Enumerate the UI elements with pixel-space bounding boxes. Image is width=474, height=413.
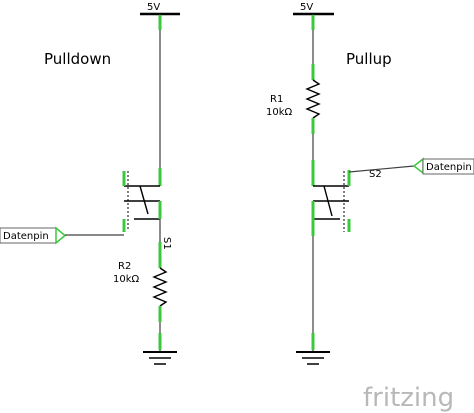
pulldown-resistor-r2: R2 10kΩ bbox=[113, 258, 168, 322]
pullup-ground-symbol bbox=[296, 351, 330, 365]
pullup-circuit: Pullup 5V R1 10kΩ S bbox=[266, 2, 474, 365]
pullup-switch-s2: S2 bbox=[311, 169, 382, 232]
pullup-switch-label: S2 bbox=[369, 169, 382, 180]
pullup-datenpin-label: Datenpin bbox=[426, 162, 472, 173]
pulldown-resistor-name: R2 bbox=[118, 261, 131, 272]
pullup-resistor-r1: R1 10kΩ bbox=[266, 79, 321, 134]
pullup-datenpin: Datenpin bbox=[348, 157, 474, 175]
pulldown-datenpin-label: Datenpin bbox=[3, 231, 49, 242]
pullup-resistor-value: 10kΩ bbox=[266, 107, 293, 118]
pulldown-title: Pulldown bbox=[44, 50, 111, 68]
fritzing-watermark: fritzing bbox=[363, 383, 454, 413]
pulldown-switch-s1: S1 bbox=[122, 171, 172, 250]
pulldown-supply-label: 5V bbox=[147, 2, 160, 13]
pullup-supply-label: 5V bbox=[300, 2, 313, 13]
pulldown-circuit: Pulldown 5V S1 Datenpin bbox=[0, 2, 180, 365]
pulldown-resistor-value: 10kΩ bbox=[113, 274, 140, 285]
pullup-resistor-name: R1 bbox=[270, 94, 283, 105]
pulldown-ground-symbol bbox=[143, 351, 177, 365]
pulldown-supply-5v: 5V bbox=[140, 2, 180, 16]
pulldown-switch-label: S1 bbox=[161, 237, 172, 250]
pulldown-datenpin: Datenpin bbox=[0, 226, 124, 245]
pullup-title: Pullup bbox=[346, 50, 392, 68]
pullup-supply-5v: 5V bbox=[293, 2, 334, 16]
